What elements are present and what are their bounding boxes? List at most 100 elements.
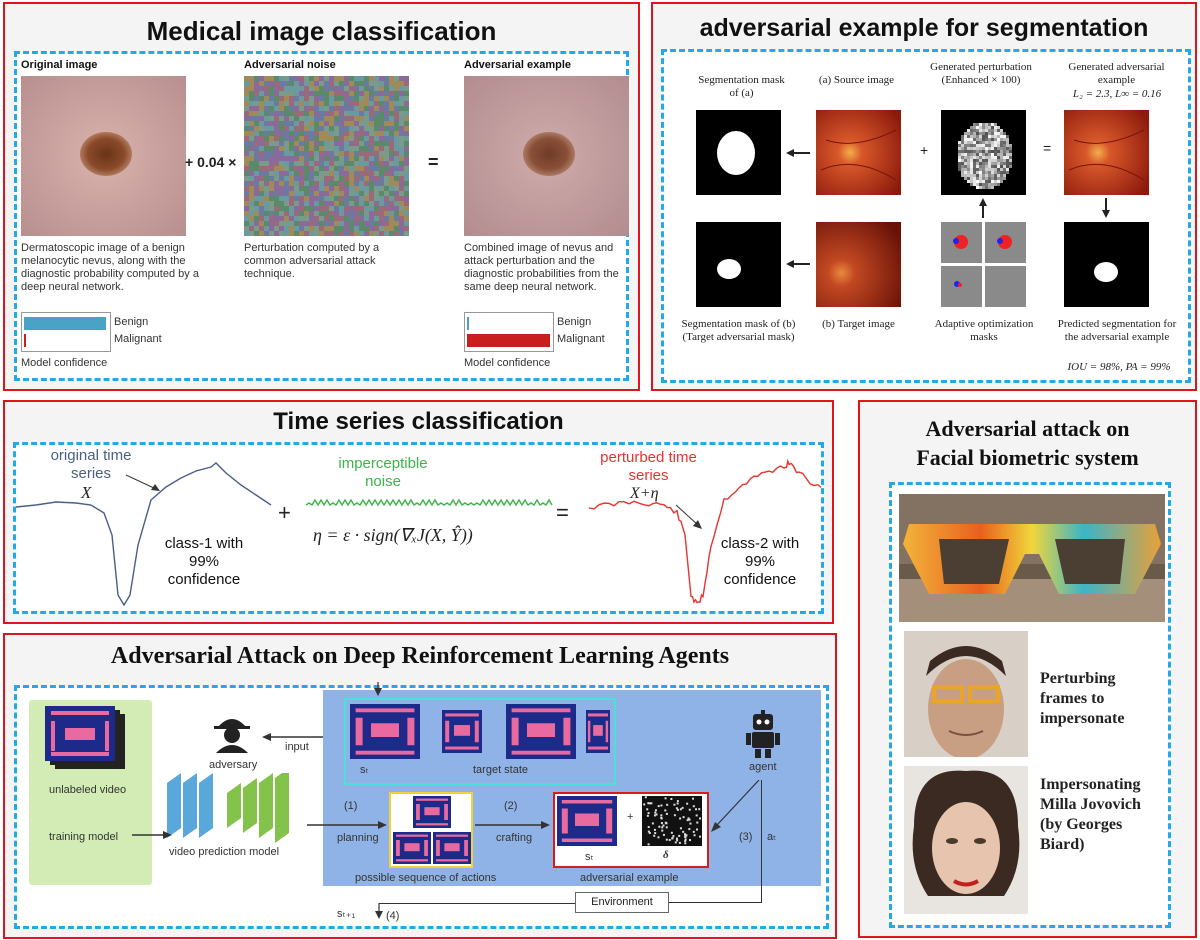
agent-label: agent [749,761,777,773]
example-malignant-bar [467,334,551,347]
plus-ts: + [278,500,291,525]
medical-panel: Medical image classification Original im… [3,2,640,391]
equals-sign: = [428,152,439,172]
adaptive-masks-grid [941,222,1026,307]
mask-a-image [696,110,781,195]
arrow-down [1101,198,1111,218]
adv-frames [557,796,707,848]
st-label-top: sₜ [360,764,369,776]
planning-num: (1) [344,800,358,812]
at-label: aₜ [767,831,777,843]
crafting-arrow [475,820,550,830]
timeseries-panel: Time series classification original time… [3,400,834,624]
env-return-line [669,902,762,903]
adv-plus: + [627,811,634,823]
timeseries-title: Time series classification [273,408,564,435]
original-benign-label: Benign [114,316,149,328]
agent-vertical-line [761,780,762,903]
original-pointer-arrow [125,474,157,490]
planning-label: planning [337,832,379,844]
example-confidence-box [464,312,554,352]
perturbed-pointer-arrow [675,504,699,526]
milla-face-image [904,766,1028,914]
perturbed-pointer-head [693,520,702,529]
adversarial-caption: Generated adversarial example [1068,61,1165,86]
rl-frame: unlabeled video training model video pre… [14,682,829,929]
example-benign-label: Benign [557,316,592,328]
noise-description: Perturbation computed by a common advers… [244,242,380,280]
skin-lesion-image [21,76,186,236]
segmentation-panel: adversarial example for segmentation Seg… [651,2,1197,391]
original-confidence-box [21,312,111,352]
possible-sequence-label: possible sequence of actions [355,872,497,884]
agent-icon [744,710,782,758]
arrow-left-1 [786,148,810,158]
face-title: Adversarial attack on Facial biometric s… [916,416,1139,470]
mask-b-caption: Segmentation mask of (b) (Target adversa… [681,318,796,343]
class1-label: class-1 with 99% confidence [164,535,244,588]
metrics-caption: IOU = 98%, PA = 99% [1067,361,1171,373]
delta-label: δ [663,849,669,861]
environment-box[interactable]: Environment [575,892,669,913]
original-series-line [16,462,272,607]
adversarial-noise-label: Adversarial noise [244,59,336,71]
training-arrow [132,829,172,841]
original-image-label: Original image [21,59,98,71]
maze-stack [45,706,135,776]
original-pointer-head [151,484,160,491]
mask-b-image [696,222,781,307]
segmentation-title: adversarial example for segmentation [699,14,1149,42]
medical-title: Medical image classification [146,16,497,46]
adversarial-example-label: adversarial example [580,872,679,884]
unlabeled-video-label: unlabeled video [49,784,127,796]
rl-title: Adversarial Attack on Deep Reinforcement… [110,643,730,669]
target-state-box [344,698,616,785]
xeta-symbol: X+η [630,485,659,502]
adversary-label: adversary [209,759,258,771]
original-malignant-label: Malignant [114,333,162,345]
plus-sign: + [920,142,929,158]
coefficient-text: + 0.04 × [185,154,237,170]
agent-to-adv-arrow [709,780,769,835]
noise-line [305,498,553,507]
target-state-label: target state [473,764,529,776]
st-label-adv: sₜ [585,851,594,863]
man-face-image [904,631,1028,757]
original-model-confidence: Model confidence [21,357,108,369]
input-arrow [262,732,332,742]
source-caption: (a) Source image [818,74,895,86]
noise-image [244,76,409,236]
timeseries-drawing [16,458,821,607]
original-malignant-bar [24,334,26,347]
top-input-arrow [373,682,383,696]
crafting-num: (2) [504,800,518,812]
adversary-icon [212,713,252,753]
step4-label: (4) [386,910,400,922]
adversarial-lesion-image [464,76,629,236]
example-description: Combined image of nevus and attack pertu… [464,242,619,293]
mask-a-caption: Segmentation mask of (a) [698,74,785,99]
video-prediction-label: video prediction model [169,846,280,858]
equation: η = ε · sign(∇ₓJ(X, Ŷ)) [313,525,473,545]
sequence-frames [393,796,471,866]
fundus-target-image [816,222,901,307]
perturbed-label: perturbed time series [600,449,697,484]
example-benign-bar [467,317,469,330]
env-to-state-line [379,903,575,904]
planning-arrow [307,820,387,830]
medical-frame: Original image Adversarial noise Adversa… [14,51,629,381]
class2-label: class-2 with 99% confidence [720,535,800,588]
adversarial-glasses-image [899,494,1165,622]
perturbing-caption: Perturbing frames to impersonate [1040,670,1125,727]
video-prediction-model-icon [167,773,307,843]
rl-panel: Adversarial Attack on Deep Reinforcement… [3,633,837,939]
original-description: Dermatoscopic image of a benign melanocy… [21,242,199,293]
crafting-label: crafting [496,832,533,844]
training-model-label: training model [49,831,119,843]
perturbation-image [941,110,1026,195]
predicted-caption: Predicted segmentation for the adversari… [1057,318,1177,343]
fundus-adversarial-image [1064,110,1149,195]
state-frames [350,704,610,759]
equals-sign-seg: = [1043,140,1052,156]
predicted-mask-image [1064,222,1149,307]
